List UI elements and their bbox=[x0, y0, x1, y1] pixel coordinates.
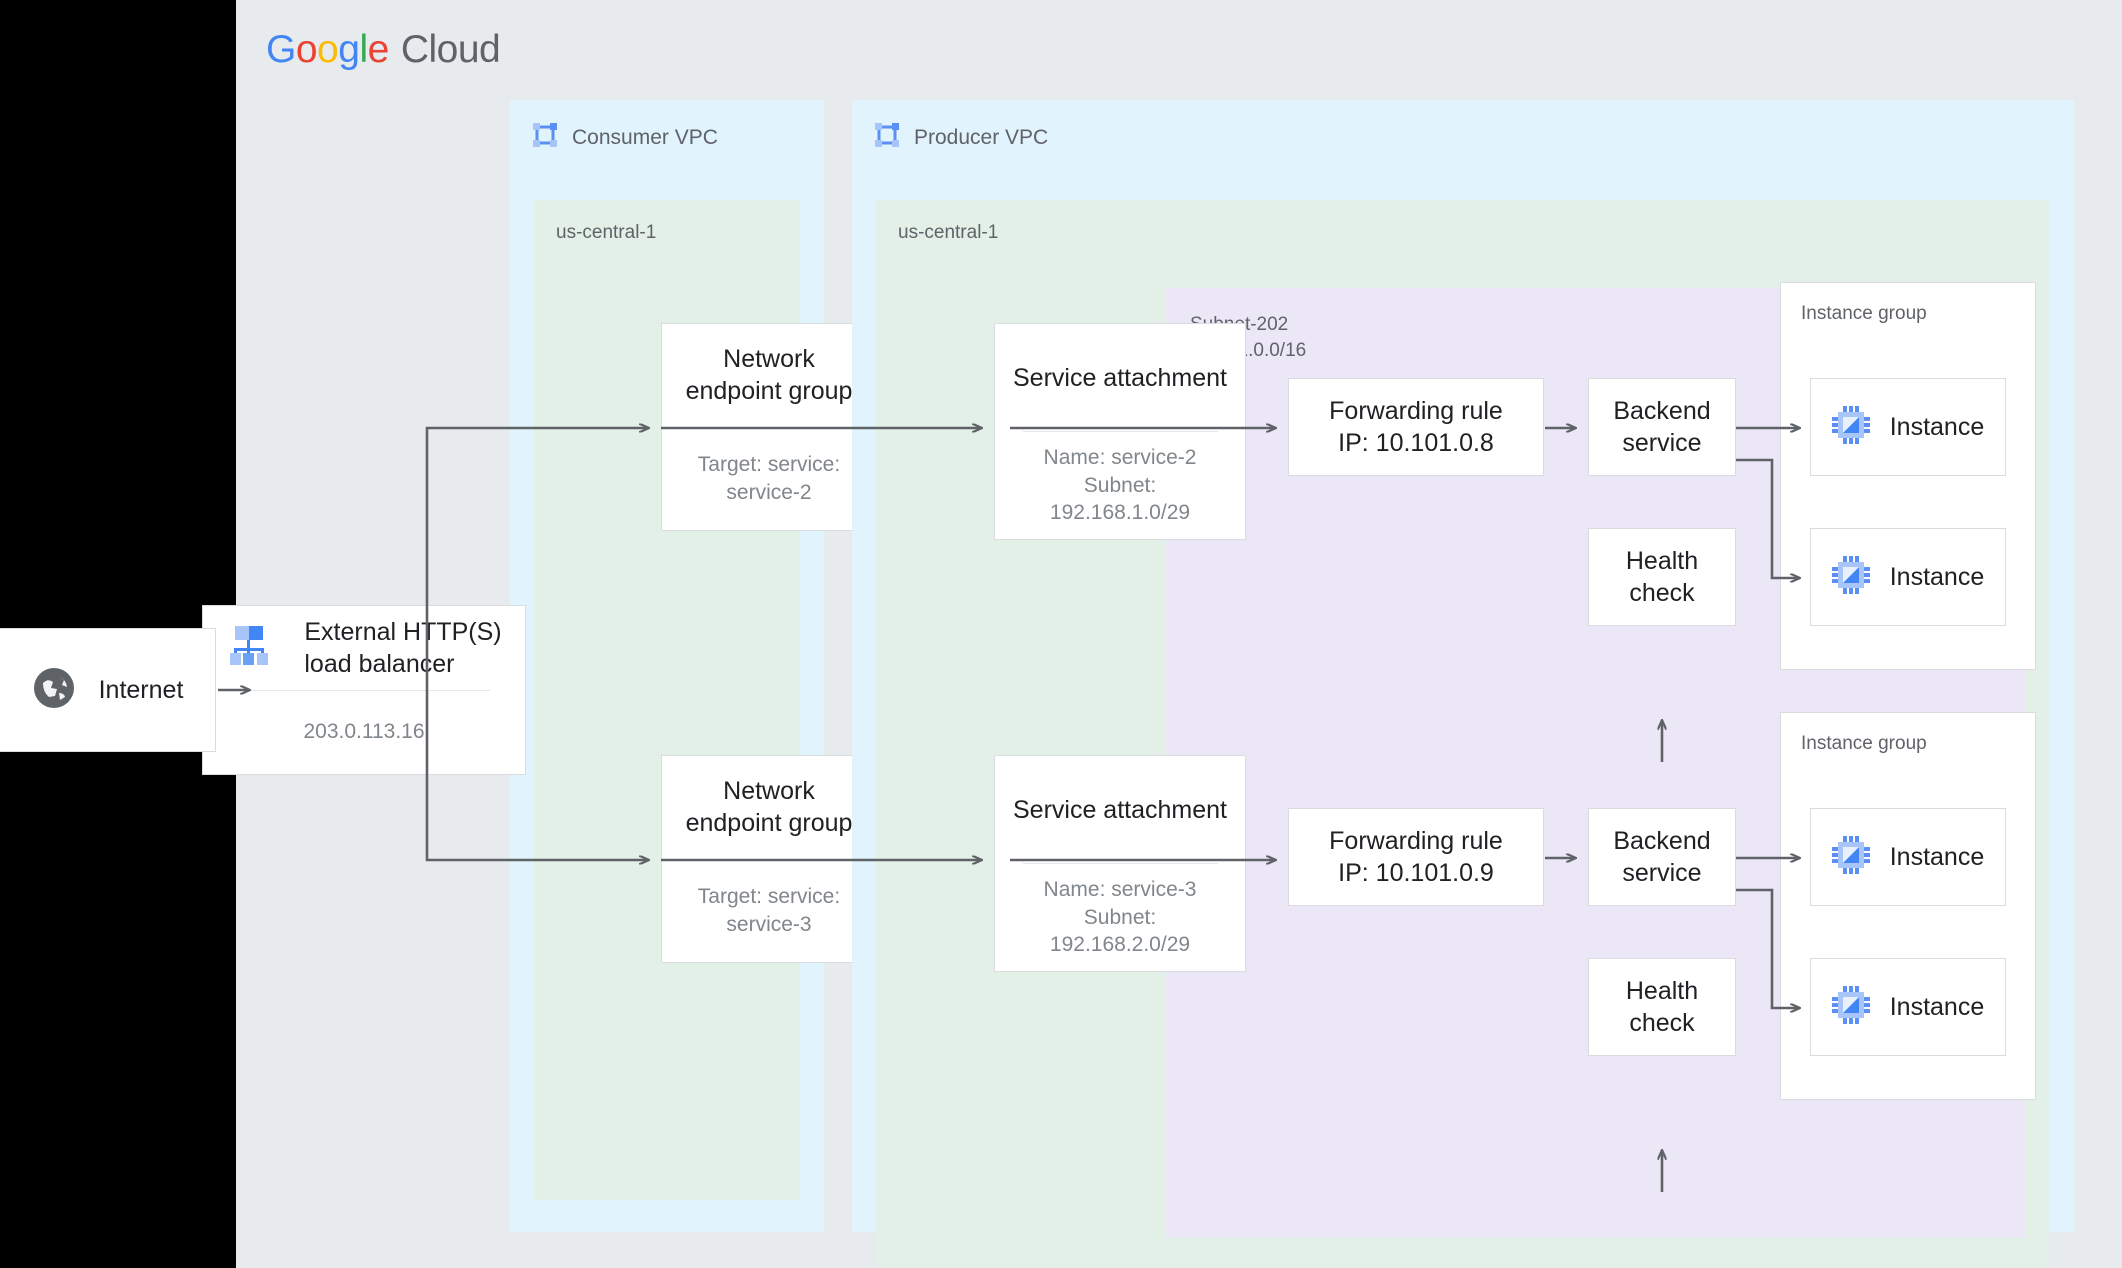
neg-2-title: Network endpoint group bbox=[685, 777, 853, 838]
instance-1b[interactable]: Instance bbox=[1810, 528, 2006, 626]
neg-1-subtext: Target: service: service-2 bbox=[697, 453, 841, 504]
health-check-2[interactable]: Health check bbox=[1588, 958, 1736, 1056]
instance-2b[interactable]: Instance bbox=[1810, 958, 2006, 1056]
producer-region-label: us-central-1 bbox=[898, 222, 999, 243]
logo-cloud-text: Cloud bbox=[400, 28, 501, 71]
health-check-1[interactable]: Health check bbox=[1588, 528, 1736, 626]
instance-chip-icon bbox=[1831, 835, 1870, 879]
service-attachment-2-title: Service attachment bbox=[1013, 795, 1227, 824]
load-balancer-divider bbox=[238, 689, 490, 691]
instance-group-1-label: Instance group bbox=[1801, 303, 1927, 324]
consumer-vpc-header: Consumer VPC bbox=[532, 122, 718, 153]
load-balancer-icon bbox=[226, 622, 272, 673]
neg-2-subtext: Target: service: service-3 bbox=[697, 885, 841, 936]
instance-chip-icon bbox=[1831, 985, 1870, 1029]
consumer-vpc-container: Consumer VPC us-central-1 bbox=[510, 100, 824, 1232]
producer-vpc-header: Producer VPC bbox=[874, 122, 1048, 153]
forwarding-rule-1-text: Forwarding rule IP: 10.101.0.8 bbox=[1329, 397, 1503, 457]
service-attachment-1-title: Service attachment bbox=[1013, 363, 1227, 392]
instance-2a[interactable]: Instance bbox=[1810, 808, 2006, 906]
backend-service-2[interactable]: Backend service bbox=[1588, 808, 1736, 906]
service-attachment-1-divider bbox=[1022, 431, 1218, 432]
instance-chip-icon bbox=[1831, 555, 1870, 599]
service-attachment-1-details: Name: service-2 Subnet: 192.168.1.0/29 bbox=[1043, 445, 1197, 525]
instance-chip-icon bbox=[1831, 405, 1870, 449]
backend-service-1-text: Backend service bbox=[1613, 397, 1711, 457]
globe-icon bbox=[31, 665, 77, 716]
instance-1a[interactable]: Instance bbox=[1810, 378, 2006, 476]
internet-label: Internet bbox=[98, 675, 184, 704]
service-attachment-1[interactable]: Service attachment Name: service-2 Subne… bbox=[994, 323, 1246, 540]
instance-1a-label: Instance bbox=[1889, 412, 1985, 441]
load-balancer-title: External HTTP(S) load balancer bbox=[304, 617, 502, 678]
load-balancer-card[interactable]: External HTTP(S) load balancer 203.0.113… bbox=[202, 605, 526, 775]
vpc-icon bbox=[874, 122, 900, 153]
instance-group-2-label: Instance group bbox=[1801, 733, 1927, 754]
health-check-1-text: Health check bbox=[1625, 547, 1699, 607]
forwarding-rule-2[interactable]: Forwarding rule IP: 10.101.0.9 bbox=[1288, 808, 1544, 906]
health-check-2-text: Health check bbox=[1625, 977, 1699, 1037]
instance-1b-label: Instance bbox=[1889, 562, 1985, 591]
service-attachment-2-details: Name: service-3 Subnet: 192.168.2.0/29 bbox=[1043, 877, 1197, 957]
consumer-vpc-label: Consumer VPC bbox=[572, 125, 718, 149]
backend-service-2-text: Backend service bbox=[1613, 827, 1711, 887]
network-endpoint-group-2[interactable]: Network endpoint group Target: service: … bbox=[661, 755, 877, 963]
internet-node[interactable]: Internet bbox=[0, 628, 216, 752]
backend-service-1[interactable]: Backend service bbox=[1588, 378, 1736, 476]
vpc-icon bbox=[532, 122, 558, 153]
forwarding-rule-2-text: Forwarding rule IP: 10.101.0.9 bbox=[1329, 827, 1503, 887]
forwarding-rule-1[interactable]: Forwarding rule IP: 10.101.0.8 bbox=[1288, 378, 1544, 476]
service-attachment-2[interactable]: Service attachment Name: service-3 Subne… bbox=[994, 755, 1246, 972]
instance-2a-label: Instance bbox=[1889, 842, 1985, 871]
network-endpoint-group-1[interactable]: Network endpoint group Target: service: … bbox=[661, 323, 877, 531]
consumer-region-label: us-central-1 bbox=[556, 222, 657, 243]
load-balancer-ip: 203.0.113.16 bbox=[303, 720, 425, 744]
producer-vpc-label: Producer VPC bbox=[914, 125, 1049, 149]
service-attachment-2-divider bbox=[1022, 863, 1218, 864]
neg-1-title: Network endpoint group bbox=[685, 345, 853, 406]
instance-2b-label: Instance bbox=[1889, 992, 1985, 1021]
